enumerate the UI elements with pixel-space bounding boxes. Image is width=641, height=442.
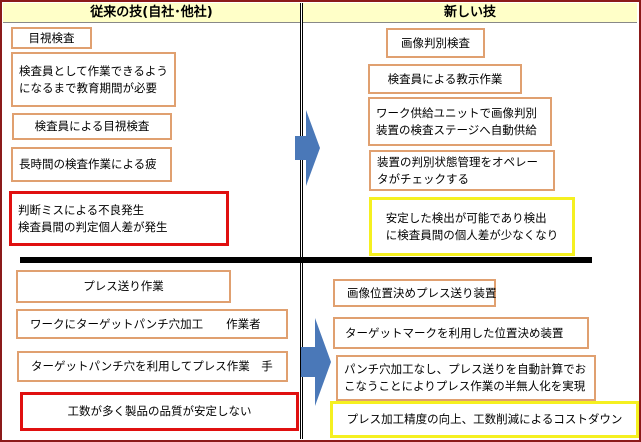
new-result: プレス加工精度の向上、工数削減によるコストダウン bbox=[330, 401, 639, 438]
old-item: プレス送り作業 bbox=[16, 270, 231, 303]
section-divider bbox=[20, 257, 592, 263]
new-item: ワーク供給ユニットで画像判別 装置の検査ステージへ自動供給 bbox=[368, 97, 552, 146]
old-problem: 判断ミスによる不良発生 検査員間の判定個人差が発生 bbox=[9, 191, 229, 246]
header-new-technique: 新しい技 bbox=[303, 3, 637, 23]
new-item: 画像判別検査 bbox=[386, 28, 485, 58]
header-old-technique: 従来の技(自社･他社) bbox=[3, 3, 300, 23]
old-item: 目視検査 bbox=[11, 27, 92, 49]
old-problem: 工数が多く製品の品質が安定しない bbox=[20, 392, 299, 431]
new-item: パンチ穴加工なし、プレス送りを自動計算でお こなうことによりプレス作業の半無人化… bbox=[336, 355, 596, 401]
old-item: ワークにターゲットパンチ穴加工 作業者 bbox=[16, 309, 288, 339]
new-item: 検査員による教示作業 bbox=[368, 64, 522, 94]
right-arrow-icon bbox=[301, 318, 331, 406]
old-item: ターゲットパンチ穴を利用してプレス作業 手 bbox=[17, 351, 288, 382]
new-item: 装置の判別状態管理をオペレー タがチェックする bbox=[369, 150, 555, 191]
new-item: 画像位置決めプレス送り装置 bbox=[333, 279, 497, 307]
column-divider bbox=[300, 3, 303, 439]
new-item: ターゲットマークを利用した位置決め装置 bbox=[333, 317, 589, 349]
old-item: 検査員による目視検査 bbox=[12, 113, 172, 140]
right-arrow-icon bbox=[295, 110, 320, 186]
old-item: 検査員として作業できるよう になるまで教育期間が必要 bbox=[11, 52, 176, 107]
old-item: 長時間の検査作業による疲 bbox=[11, 147, 172, 182]
new-result: 安定した検出が可能であり検出 に検査員間の個人差が少なくなり bbox=[369, 197, 575, 256]
